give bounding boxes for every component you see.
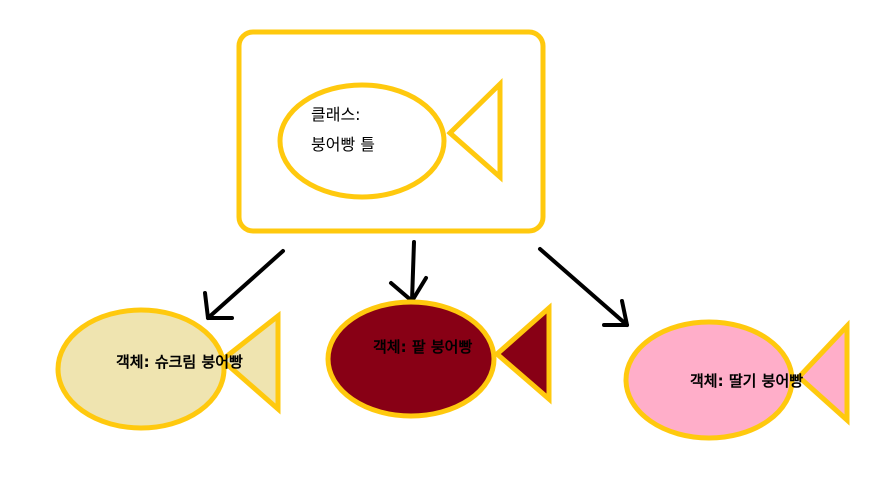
object-fish-chou-cream: [55, 307, 281, 431]
class-label: 클래스: 붕어빵 틀: [311, 100, 375, 159]
class-fish-shape: [277, 78, 503, 200]
class-fish-body: [277, 82, 447, 200]
object-fish-body: [623, 319, 795, 441]
class-label-line1: 클래스:: [311, 105, 361, 124]
object-fish-body: [55, 307, 227, 431]
object-fish-tail: [493, 302, 552, 405]
arrow-to-chou-cream: [203, 249, 285, 320]
object-label-chou-cream: 객체: 슈크림 붕어빵: [116, 353, 243, 371]
object-fish-strawberry: [623, 319, 850, 441]
arrow-to-strawberry: [538, 247, 629, 327]
class-fish-tail: [446, 78, 503, 183]
class-label-line2: 붕어빵 틀: [311, 134, 375, 154]
object-label-strawberry: 객체: 딸기 붕어빵: [690, 372, 804, 390]
arrow-to-red-bean: [389, 240, 428, 303]
object-fish-tail: [218, 310, 281, 415]
object-label-red-bean: 객체: 팥 붕어빵: [373, 338, 473, 356]
object-fish-red-bean: [325, 299, 552, 419]
object-fish-tail: [795, 319, 850, 426]
object-fish-body: [325, 299, 497, 419]
